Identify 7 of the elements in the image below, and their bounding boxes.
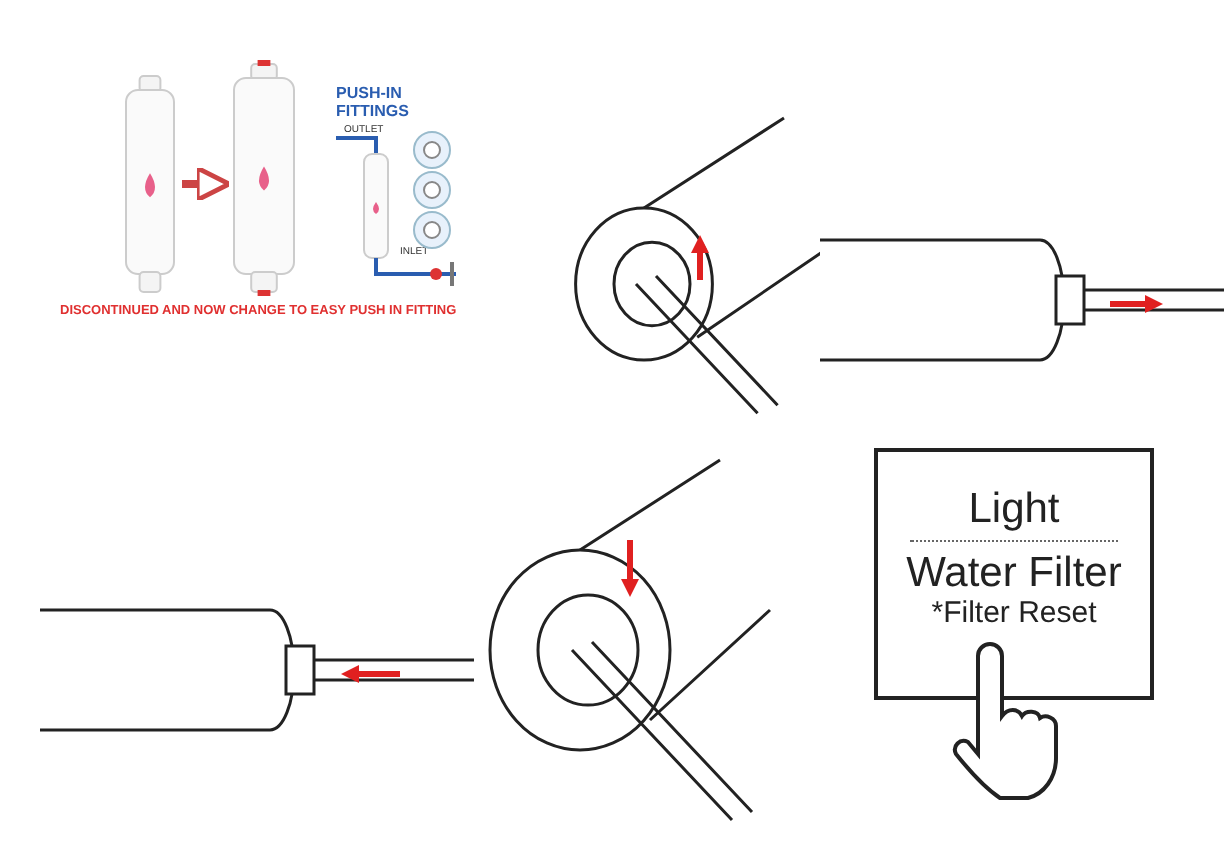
filter-cartridge-picture [124, 76, 176, 292]
hint-text: *Filter Reset [929, 598, 1099, 632]
filter-cartridge-picture [232, 64, 296, 292]
arrow [182, 165, 232, 203]
menu-label: Water Filter [904, 550, 1124, 597]
panel-heading: PUSH-IN FITTINGS [336, 84, 411, 120]
menu-label: Light [966, 486, 1062, 536]
